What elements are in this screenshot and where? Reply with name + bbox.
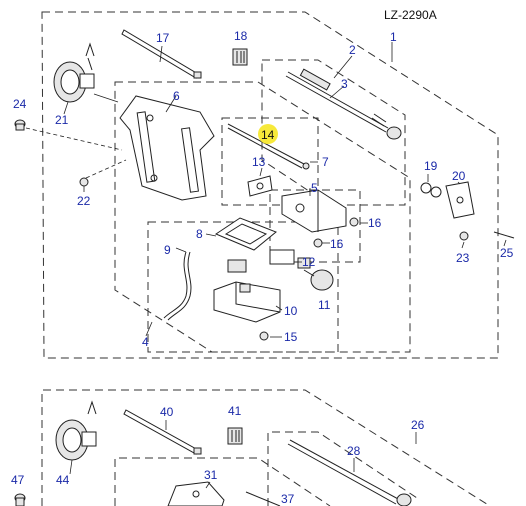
- subassembly-boundary-cable-bottom: [267, 431, 421, 506]
- leader-lines-top: [63, 42, 507, 338]
- callout-6: 6: [173, 89, 180, 103]
- highlight-marker-14: [258, 124, 278, 144]
- subassembly-boundary-switch: [147, 221, 339, 353]
- subassembly-boundary-plate: [269, 189, 361, 263]
- assembly-boundary-inner-bottom: [114, 457, 331, 506]
- part-cable-rod-bottom: [287, 439, 412, 506]
- part-switch-12: [269, 249, 311, 269]
- assembly-boundary-outer: [41, 11, 499, 359]
- leader-lines-bottom: [69, 420, 417, 489]
- callout-13: 13: [252, 155, 266, 169]
- part-cable-rod: [285, 68, 402, 140]
- callout-4: 4: [142, 335, 149, 349]
- callout-41: 41: [228, 404, 242, 418]
- callout-22: 22: [77, 194, 91, 208]
- part-connector-block-bottom: [227, 427, 243, 445]
- callout-21: 21: [55, 113, 69, 127]
- callout-26: 26: [411, 418, 425, 432]
- callout-5: 5: [311, 181, 318, 195]
- callout-18: 18: [234, 29, 248, 43]
- part-washers-19: [420, 182, 442, 198]
- part-screw-15: [259, 331, 269, 341]
- callout-17: 17: [156, 31, 170, 45]
- callout-3: 3: [341, 77, 348, 91]
- part-connector-block: [232, 48, 248, 66]
- callout-11: 11: [318, 298, 331, 312]
- callout-20: 20: [452, 169, 466, 183]
- subassembly-boundary-cable: [261, 59, 406, 206]
- part-rod-bottom: [245, 491, 281, 506]
- part-clevis-20: [445, 181, 475, 219]
- part-block-5: [281, 189, 347, 233]
- callout-9: 9: [164, 243, 171, 257]
- part-screw-16b: [313, 238, 323, 248]
- assembly-boundary-outer-bottom: [41, 389, 491, 506]
- part-screw-16a: [349, 217, 359, 227]
- part-bracket-13: [247, 175, 273, 197]
- part-rod-14: [227, 123, 310, 170]
- callout-40: 40: [160, 405, 174, 419]
- part-cable-tie-bottom: [123, 409, 202, 455]
- callout-10: 10: [284, 304, 298, 318]
- callout-1: 1: [390, 30, 397, 44]
- part-screw-47: [14, 493, 26, 506]
- callout-23: 23: [456, 251, 470, 265]
- callouts-bottom: 26 28 31 37 40 41 44 47: [11, 404, 425, 506]
- callout-47: 47: [11, 473, 25, 487]
- part-screw-22: [79, 159, 127, 187]
- part-mounting-plate-bottom: [167, 481, 225, 506]
- part-screw-24: [14, 119, 123, 151]
- part-knob-motor: [53, 42, 119, 103]
- assembly-boundary-inner: [114, 81, 411, 353]
- part-cable-tie: [121, 29, 202, 79]
- part-pin-25: [493, 231, 515, 239]
- part-cable-9: [163, 251, 247, 321]
- callout-44: 44: [56, 473, 70, 487]
- callout-16b: 16: [330, 237, 344, 251]
- part-knob-11: [303, 269, 334, 291]
- callout-15: 15: [284, 330, 298, 344]
- callout-24: 24: [13, 97, 27, 111]
- callouts-top: 1 2 3 4 5 6 7 8 9 10 11 12 13 14 15 16 1…: [13, 29, 514, 349]
- callout-31: 31: [204, 468, 218, 482]
- callout-14: 14: [261, 128, 275, 142]
- callout-16a: 16: [368, 216, 382, 230]
- callout-25: 25: [500, 246, 514, 260]
- part-switch-housing-10: [213, 281, 281, 323]
- callout-8: 8: [196, 227, 203, 241]
- callout-2: 2: [349, 43, 356, 57]
- callout-28: 28: [347, 444, 361, 458]
- part-nut-23: [459, 231, 469, 241]
- callout-37: 37: [281, 492, 295, 506]
- callout-7: 7: [322, 155, 329, 169]
- part-knob-motor-bottom: [55, 400, 97, 461]
- part-mounting-plate: [119, 95, 215, 201]
- model-title: LZ-2290A: [384, 8, 437, 22]
- callout-19: 19: [424, 159, 438, 173]
- callout-12: 12: [302, 255, 316, 269]
- part-bracket-8: [214, 217, 277, 251]
